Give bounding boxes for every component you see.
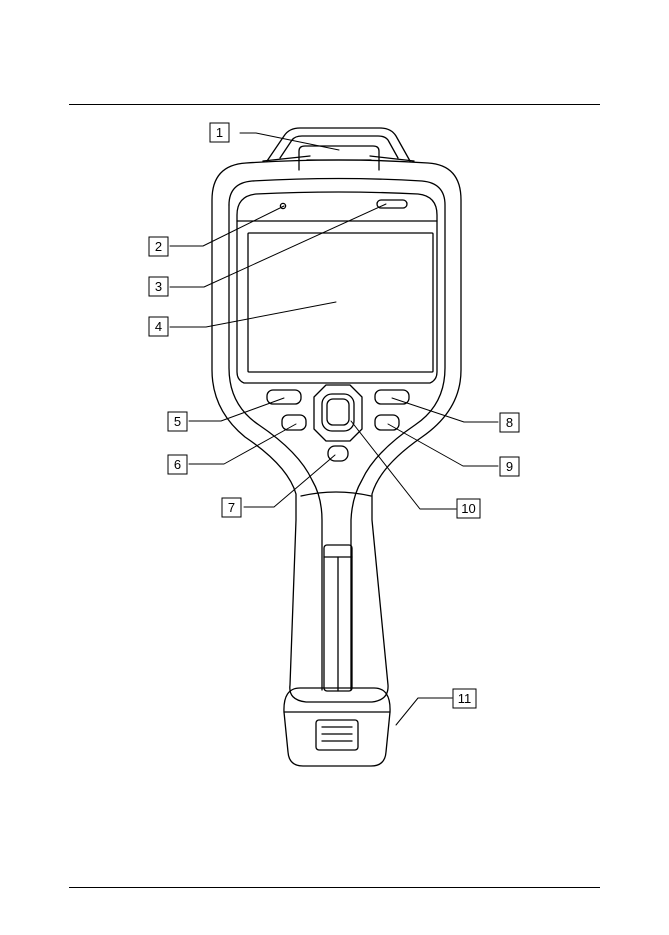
callout-7: 7	[222, 498, 241, 517]
svg-text:1: 1	[216, 125, 223, 140]
center-select-button[interactable]	[327, 399, 349, 425]
callout-4: 4	[149, 317, 168, 336]
svg-text:11: 11	[458, 691, 472, 706]
callout-1: 1	[210, 123, 229, 142]
callout-2: 2	[149, 237, 168, 256]
svg-text:10: 10	[461, 501, 475, 516]
callout-6: 6	[168, 455, 187, 474]
svg-text:3: 3	[155, 279, 162, 294]
lens-housing	[263, 128, 414, 170]
svg-text:6: 6	[174, 457, 181, 472]
callout-11: 11	[453, 689, 476, 708]
leader-lines	[170, 133, 498, 725]
svg-text:4: 4	[155, 319, 162, 334]
svg-text:9: 9	[506, 459, 513, 474]
svg-text:5: 5	[174, 414, 181, 429]
callout-9: 9	[500, 457, 519, 476]
callout-10: 10	[457, 499, 480, 518]
svg-text:7: 7	[228, 500, 235, 515]
navigation-pad[interactable]	[314, 385, 362, 441]
callout-5: 5	[168, 412, 187, 431]
back-button[interactable]	[282, 415, 306, 430]
svg-text:2: 2	[155, 239, 162, 254]
callout-8: 8	[500, 413, 519, 432]
battery-compartment	[284, 688, 390, 766]
callout-3: 3	[149, 277, 168, 296]
lamp-icon	[377, 200, 407, 208]
svg-text:8: 8	[506, 415, 513, 430]
